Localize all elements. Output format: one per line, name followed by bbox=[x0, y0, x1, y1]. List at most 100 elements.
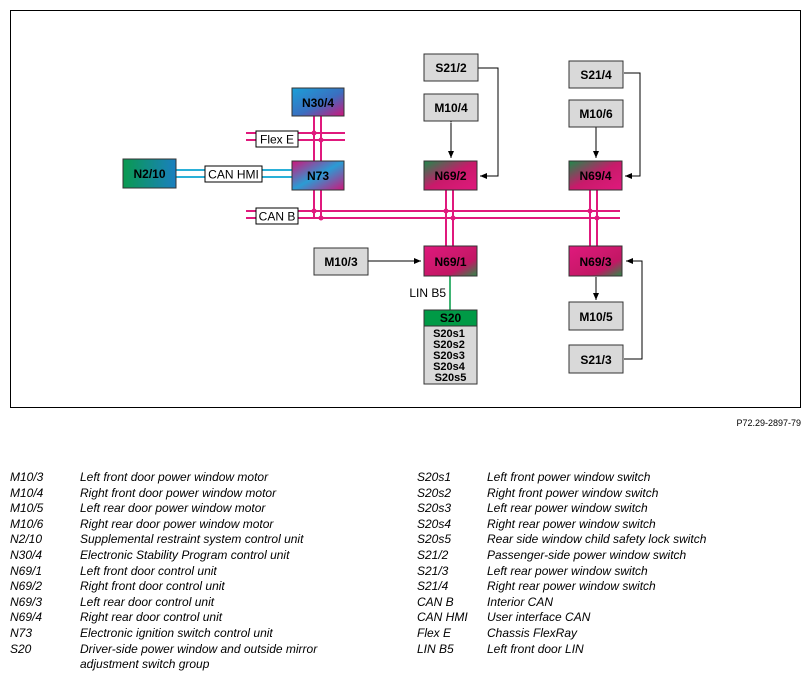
legend-description: Left rear door control unit bbox=[80, 594, 215, 609]
n2-10-box: N2/10 bbox=[122, 158, 177, 189]
legend-code: S20s3 bbox=[417, 501, 452, 516]
legend-code: S21/3 bbox=[417, 563, 449, 578]
can-hmi-label-box: CAN HMI bbox=[204, 165, 263, 183]
s20s1-label: S20s1 bbox=[433, 328, 465, 340]
s20s2-label: S20s2 bbox=[433, 339, 465, 351]
n69-3-box: N69/3 bbox=[568, 245, 623, 277]
legend-row: S20s2 Right front power window switch bbox=[417, 486, 787, 502]
legend-description: Right rear door power window motor bbox=[80, 516, 274, 531]
legend-description: Right rear power window switch bbox=[487, 579, 656, 594]
legend-row: M10/6 Right rear door power window motor bbox=[10, 517, 340, 533]
legend-description: Right front power window switch bbox=[487, 485, 659, 500]
n69-2-label: N69/2 bbox=[434, 169, 466, 183]
legend-description: Left rear door power window motor bbox=[80, 501, 266, 516]
legend-code: CAN B bbox=[417, 594, 454, 609]
legend-code: M10/6 bbox=[10, 516, 44, 531]
m10-5-label: M10/5 bbox=[579, 310, 613, 324]
s21-3-box: S21/3 bbox=[568, 344, 624, 374]
legend-code: M10/3 bbox=[10, 470, 44, 484]
legend-description: Right rear power window switch bbox=[487, 516, 656, 531]
legend-description: User interface CAN bbox=[487, 610, 591, 625]
s20-label: S20 bbox=[440, 311, 462, 325]
legend-code: N69/1 bbox=[10, 563, 43, 578]
legend-description: Left front power window switch bbox=[487, 470, 651, 484]
legend-code: N69/2 bbox=[10, 579, 43, 594]
legend-code: CAN HMI bbox=[417, 610, 468, 625]
flex-e-label-box: Flex E bbox=[255, 130, 299, 148]
legend-description: Electronic Stability Program control uni… bbox=[80, 547, 290, 562]
can-b-label: CAN B bbox=[259, 210, 296, 224]
legend-code: N69/4 bbox=[10, 610, 43, 625]
legend-description: Supplemental restraint system control un… bbox=[80, 532, 304, 547]
legend-code: Flex E bbox=[417, 625, 452, 640]
legend-code: N73 bbox=[10, 625, 33, 640]
legend-row: N30/4 Electronic Stability Program contro… bbox=[10, 548, 340, 564]
s21-4-label: S21/4 bbox=[580, 68, 612, 82]
s20-box: S20 S20s1 S20s2 S20s3 S20s4 S20s5 bbox=[423, 309, 478, 385]
legend-row: Flex E Chassis FlexRay bbox=[417, 626, 787, 642]
n69-4-box: N69/4 bbox=[568, 160, 623, 191]
figure-reference: P72.29-2897-79 bbox=[736, 418, 801, 428]
legend-code: N2/10 bbox=[10, 532, 43, 547]
m10-5-box: M10/5 bbox=[568, 301, 624, 331]
n30-4-label: N30/4 bbox=[302, 96, 334, 110]
flex-e-label: Flex E bbox=[260, 133, 294, 147]
legend-code: S20s1 bbox=[417, 470, 452, 484]
legend-code: S20s4 bbox=[417, 516, 452, 531]
legend-row: CAN B Interior CAN bbox=[417, 595, 787, 611]
svg-text:S20s1 S20s2 S20s3: S20s1 S20s2 S20s3 S20s4 S20s5 bbox=[433, 328, 468, 384]
hardwired-connections bbox=[361, 67, 643, 360]
n2-10-label: N2/10 bbox=[133, 167, 165, 181]
legend-row: CAN HMI User interface CAN bbox=[417, 610, 787, 626]
n30-4-box: N30/4 bbox=[291, 87, 345, 117]
n69-1-label: N69/1 bbox=[434, 255, 466, 269]
legend-code: N69/3 bbox=[10, 594, 43, 609]
legend-description: Left rear power window switch bbox=[487, 501, 648, 516]
m10-4-box: M10/4 bbox=[423, 93, 479, 122]
n69-3-label: N69/3 bbox=[579, 255, 611, 269]
can-b-bus bbox=[246, 210, 620, 219]
legend-description: Left front door power window motor bbox=[80, 470, 269, 484]
legend-code: S20s2 bbox=[417, 485, 452, 500]
n69-1-box: N69/1 bbox=[423, 245, 478, 277]
s20s5-label: S20s5 bbox=[435, 372, 467, 384]
legend-row: M10/3 Left front door power window motor bbox=[10, 470, 340, 486]
legend-description: Passenger-side power window switch bbox=[487, 547, 687, 562]
n69-2-box: N69/2 bbox=[423, 160, 478, 191]
legend-row: S21/2 Passenger-side power window switch bbox=[417, 548, 787, 564]
s21-2-label: S21/2 bbox=[435, 61, 467, 75]
legend-row: M10/5 Left rear door power window motor bbox=[10, 501, 340, 517]
bus-junctions bbox=[311, 130, 600, 221]
legend-row: N69/3 Left rear door control unit bbox=[10, 595, 340, 611]
can-hmi-label: CAN HMI bbox=[208, 168, 259, 182]
legend-code: S21/2 bbox=[417, 547, 449, 562]
s21-2-box: S21/2 bbox=[423, 53, 479, 82]
legend-description: Right front door control unit bbox=[80, 579, 225, 594]
can-b-label-box: CAN B bbox=[255, 207, 299, 225]
s20s3-label: S20s3 bbox=[433, 350, 465, 362]
legend-code: M10/5 bbox=[10, 501, 44, 516]
legend-description: Chassis FlexRay bbox=[487, 625, 578, 640]
legend-row: N2/10 Supplemental restraint system contr… bbox=[10, 532, 340, 548]
m10-3-label: M10/3 bbox=[324, 255, 358, 269]
legend-description: Rear side window child safety lock switc… bbox=[487, 532, 707, 547]
m10-3-box: M10/3 bbox=[313, 247, 369, 276]
legend-description: Interior CAN bbox=[487, 594, 554, 609]
diagram-frame bbox=[10, 10, 801, 408]
legend-row: S21/4 Right rear power window switch bbox=[417, 579, 787, 595]
s21-3-label: S21/3 bbox=[580, 353, 612, 367]
legend-code: N30/4 bbox=[10, 547, 43, 562]
m10-4-label: M10/4 bbox=[434, 101, 468, 115]
s21-4-box: S21/4 bbox=[568, 60, 624, 89]
legend-code: S21/4 bbox=[417, 579, 449, 594]
